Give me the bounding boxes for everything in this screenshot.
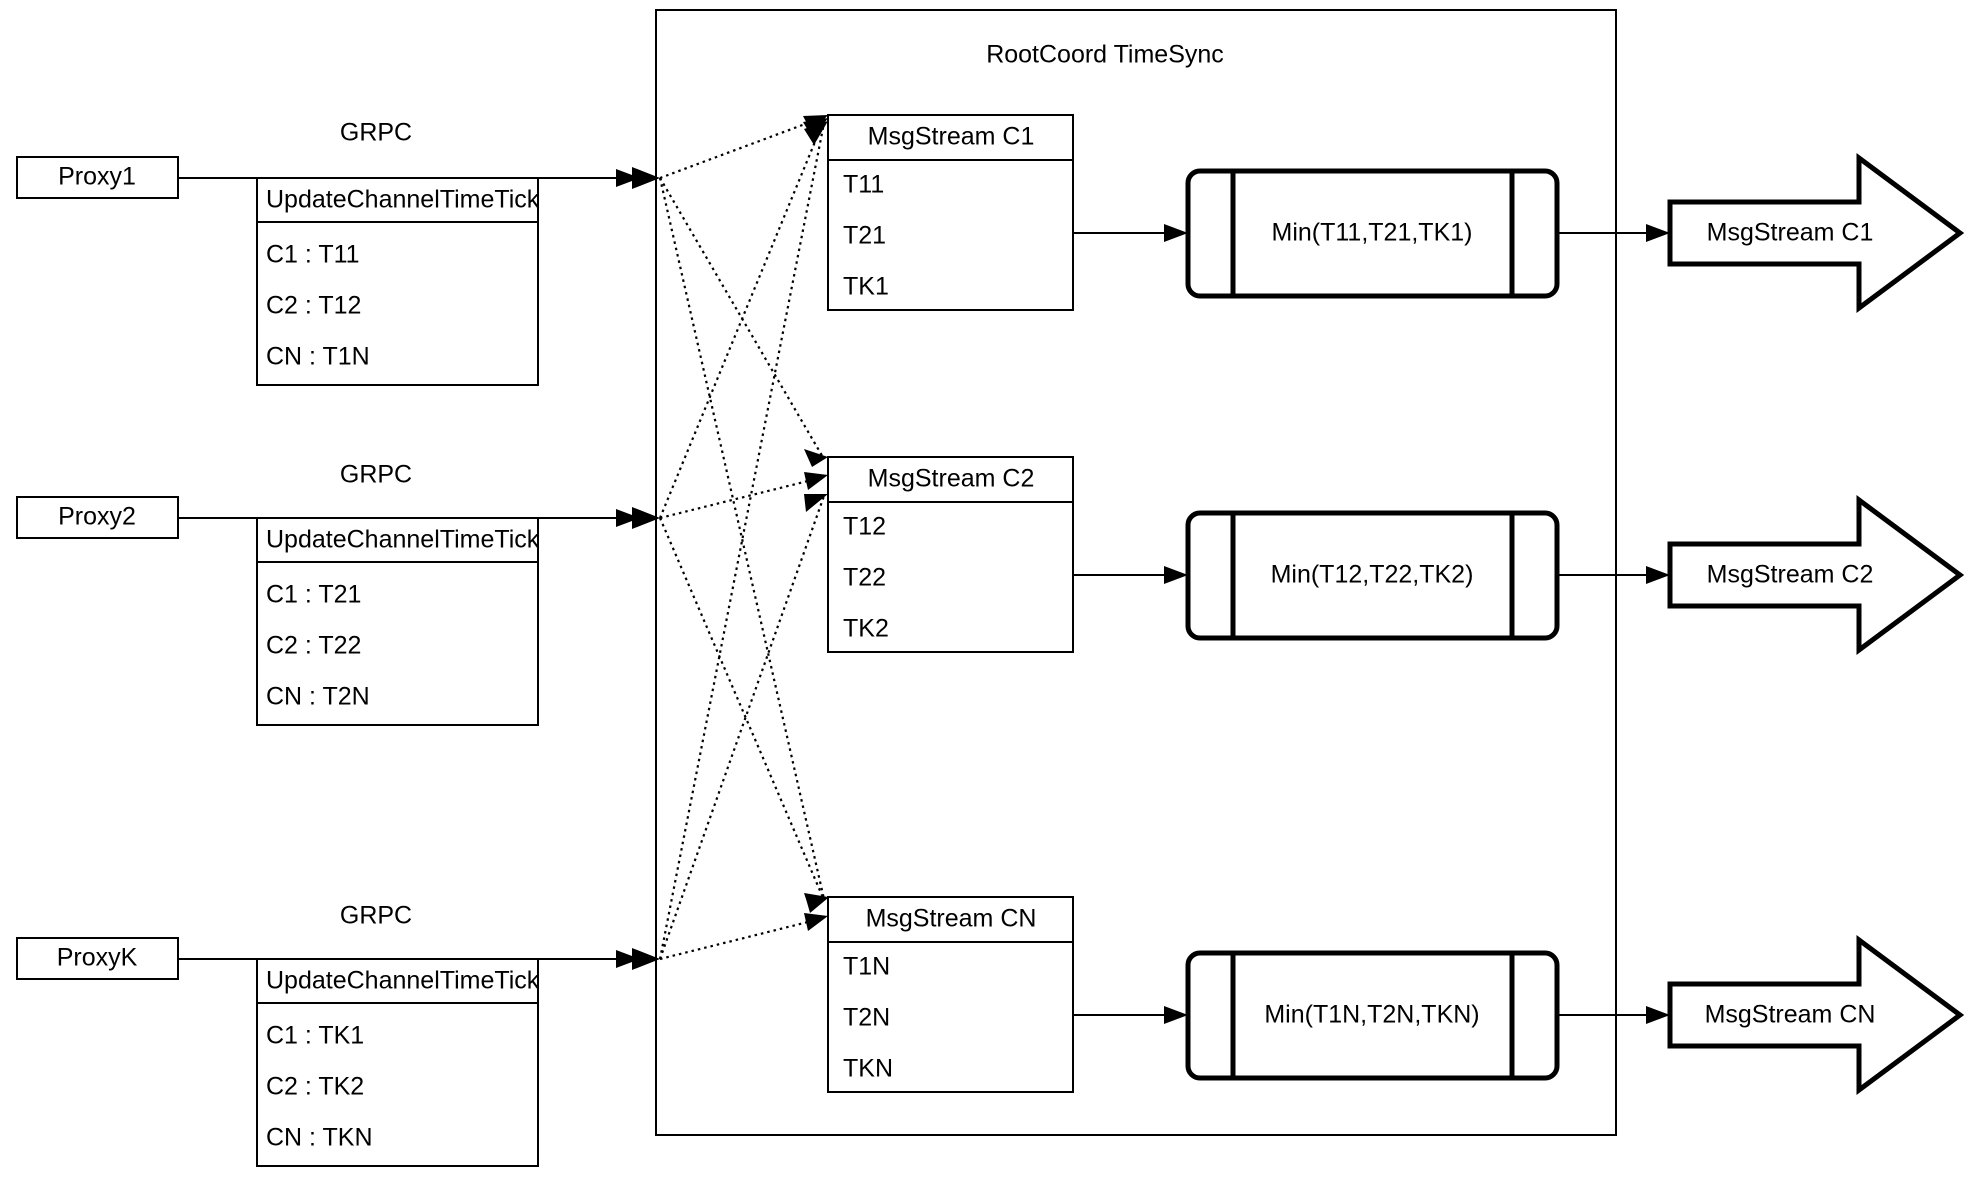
update-tick-entry-1-2: CN : T1N [266, 343, 370, 371]
output-block-arrow-2[interactable] [1667, 495, 1965, 655]
msgstream-table-2 [827, 456, 1074, 653]
msgstream-title-1: MsgStream C1 [868, 123, 1035, 151]
update-tick-title-2: UpdateChannelTimeTick [266, 526, 540, 554]
msgstream-tick-1-0: T11 [843, 171, 884, 199]
min-label-2: Min(T12,T22,TK2) [1271, 561, 1474, 589]
hub-arrowhead-3 [632, 948, 660, 970]
grpc-label-2: GRPC [340, 461, 412, 489]
hub-arrowhead-1 [632, 167, 660, 189]
update-tick-entry-1-1: C2 : T12 [266, 292, 361, 320]
dotted-route-p2-c2 [659, 475, 825, 520]
update-tick-table-3 [256, 958, 539, 1167]
update-tick-entry-3-2: CN : TKN [266, 1124, 373, 1152]
hub-arrowhead-2 [632, 507, 660, 529]
dotted-arrowhead-pk-c2 [804, 494, 828, 512]
msgstream-table-3 [827, 896, 1074, 1093]
msgstream-tick-2-2: TK2 [843, 615, 889, 643]
msgstream-tick-1-2: TK1 [843, 273, 889, 301]
update-tick-entry-1-0: C1 : T11 [266, 241, 360, 269]
dotted-arrowhead-pk-c1 [804, 121, 828, 145]
proxy-label-2: Proxy2 [58, 503, 136, 531]
proxy-label-3: ProxyK [57, 944, 138, 972]
stream-to-min-arrowhead-1 [1164, 224, 1188, 242]
output-label-3: MsgStream CN [1705, 1001, 1876, 1029]
msgstream-tick-1-1: T21 [843, 222, 886, 250]
update-tick-table-1 [256, 177, 539, 386]
dotted-route-pk-c1 [658, 122, 826, 960]
dotted-arrowhead-pk-cn [804, 913, 828, 931]
msgstream-tick-2-0: T12 [843, 513, 886, 541]
dotted-arrowhead-p2-cn [805, 895, 828, 913]
dotted-route-p2-cn [658, 517, 826, 901]
update-tick-entry-2-1: C2 : T22 [266, 632, 361, 660]
dotted-arrowhead-p2-c2 [804, 472, 828, 490]
msgstream-table-1 [827, 114, 1074, 311]
min-label-3: Min(T1N,T2N,TKN) [1264, 1001, 1479, 1029]
update-tick-entry-2-0: C1 : T21 [266, 581, 361, 609]
min-to-output-arrowhead-1 [1646, 224, 1670, 242]
output-label-2: MsgStream C2 [1707, 561, 1874, 589]
grpc-arrowhead-3 [616, 950, 640, 968]
proxy-box-1[interactable] [16, 156, 179, 199]
dotted-route-pk-cn [659, 916, 825, 961]
min-label-1: Min(T11,T21,TK1) [1272, 219, 1473, 247]
grpc-arrowhead-2 [616, 509, 640, 527]
update-tick-title-3: UpdateChannelTimeTick [266, 967, 540, 995]
grpc-arrowhead-1 [616, 169, 640, 187]
msgstream-title-2: MsgStream C2 [868, 465, 1035, 493]
output-label-1: MsgStream C1 [1707, 219, 1874, 247]
stream-to-min-arrowhead-2 [1164, 566, 1188, 584]
min-to-output-arrowhead-3 [1646, 1006, 1670, 1024]
msgstream-tick-2-1: T22 [843, 564, 886, 592]
grpc-label-3: GRPC [340, 902, 412, 930]
dotted-route-p2-c1 [658, 119, 826, 519]
msgstream-tick-3-1: T2N [843, 1004, 890, 1032]
output-block-arrow-1[interactable] [1667, 153, 1965, 313]
proxy-label-1: Proxy1 [58, 163, 136, 191]
update-tick-entry-3-0: C1 : TK1 [266, 1022, 364, 1050]
msgstream-tick-3-2: TKN [843, 1055, 893, 1083]
grpc-label-1: GRPC [340, 119, 412, 147]
rootcoord-title: RootCoord TimeSync [986, 41, 1224, 69]
update-tick-entry-2-2: CN : T2N [266, 683, 370, 711]
msgstream-title-3: MsgStream CN [866, 905, 1037, 933]
msgstream-tick-3-0: T1N [843, 953, 890, 981]
stream-to-min-arrowhead-3 [1164, 1006, 1188, 1024]
min-to-output-arrowhead-2 [1646, 566, 1670, 584]
update-tick-title-1: UpdateChannelTimeTick [266, 186, 540, 214]
update-tick-table-2-shape [256, 517, 539, 726]
dotted-arrowhead-p1-c2 [804, 449, 828, 467]
update-tick-entry-3-1: C2 : TK2 [266, 1073, 364, 1101]
output-block-arrow-3[interactable] [1667, 935, 1965, 1095]
